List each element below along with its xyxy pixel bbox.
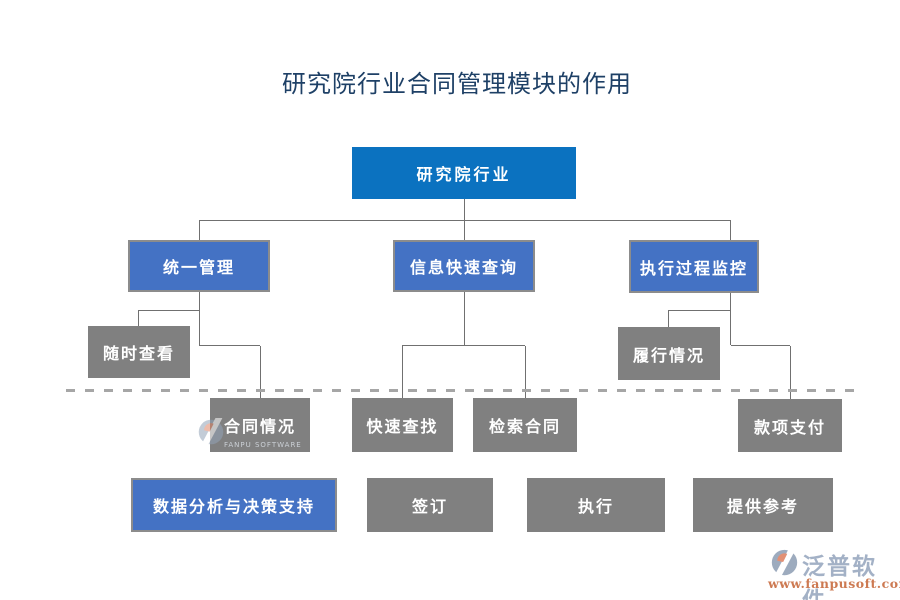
fanpu-logo-icon — [196, 415, 226, 450]
dashed-divider-line — [66, 389, 855, 392]
connector-line — [464, 221, 465, 240]
fanpu-logo-caption: FANPU SOFTWARE — [224, 441, 302, 449]
connector-line — [260, 346, 261, 398]
connector-line — [199, 221, 200, 240]
node-provide-reference: 提供参考 — [693, 478, 833, 532]
node-quick-info-query: 信息快速查询 — [393, 240, 535, 292]
node-retrieve-contract: 检索合同 — [473, 398, 577, 452]
connector-line — [731, 345, 790, 346]
connector-line — [199, 220, 731, 221]
node-quick-search: 快速查找 — [352, 398, 453, 452]
brand-url: www.fanpusoft.com — [768, 576, 900, 591]
connector-line — [199, 345, 260, 346]
diagram-title: 研究院行业合同管理模块的作用 — [282, 70, 632, 98]
node-performance-status: 履行情况 — [618, 327, 720, 380]
connector-line — [525, 346, 526, 398]
connector-line — [464, 292, 465, 345]
connector-line — [199, 292, 200, 345]
connector-line — [402, 345, 525, 346]
node-execution: 执行 — [527, 478, 665, 532]
fanpu-logo-icon — [770, 545, 799, 581]
connector-line — [464, 199, 465, 220]
connector-line — [402, 346, 403, 398]
brand-name: 泛普软件 — [802, 553, 877, 600]
node-view-anytime: 随时查看 — [88, 326, 190, 378]
connector-line — [668, 311, 669, 327]
node-unified-management: 统一管理 — [128, 240, 270, 292]
connector-line — [730, 293, 731, 345]
node-contract-status: 合同情况 — [210, 398, 310, 452]
node-payment: 款项支付 — [738, 399, 842, 452]
node-execution-monitoring: 执行过程监控 — [629, 240, 759, 293]
connector-line — [138, 311, 139, 326]
connector-line — [730, 221, 731, 240]
connector-line — [138, 310, 199, 311]
connector-line — [790, 346, 791, 399]
node-root: 研究院行业 — [352, 147, 576, 199]
node-signing: 签订 — [367, 478, 493, 532]
node-data-analysis-decision-support: 数据分析与决策支持 — [131, 478, 337, 532]
connector-line — [668, 310, 730, 311]
